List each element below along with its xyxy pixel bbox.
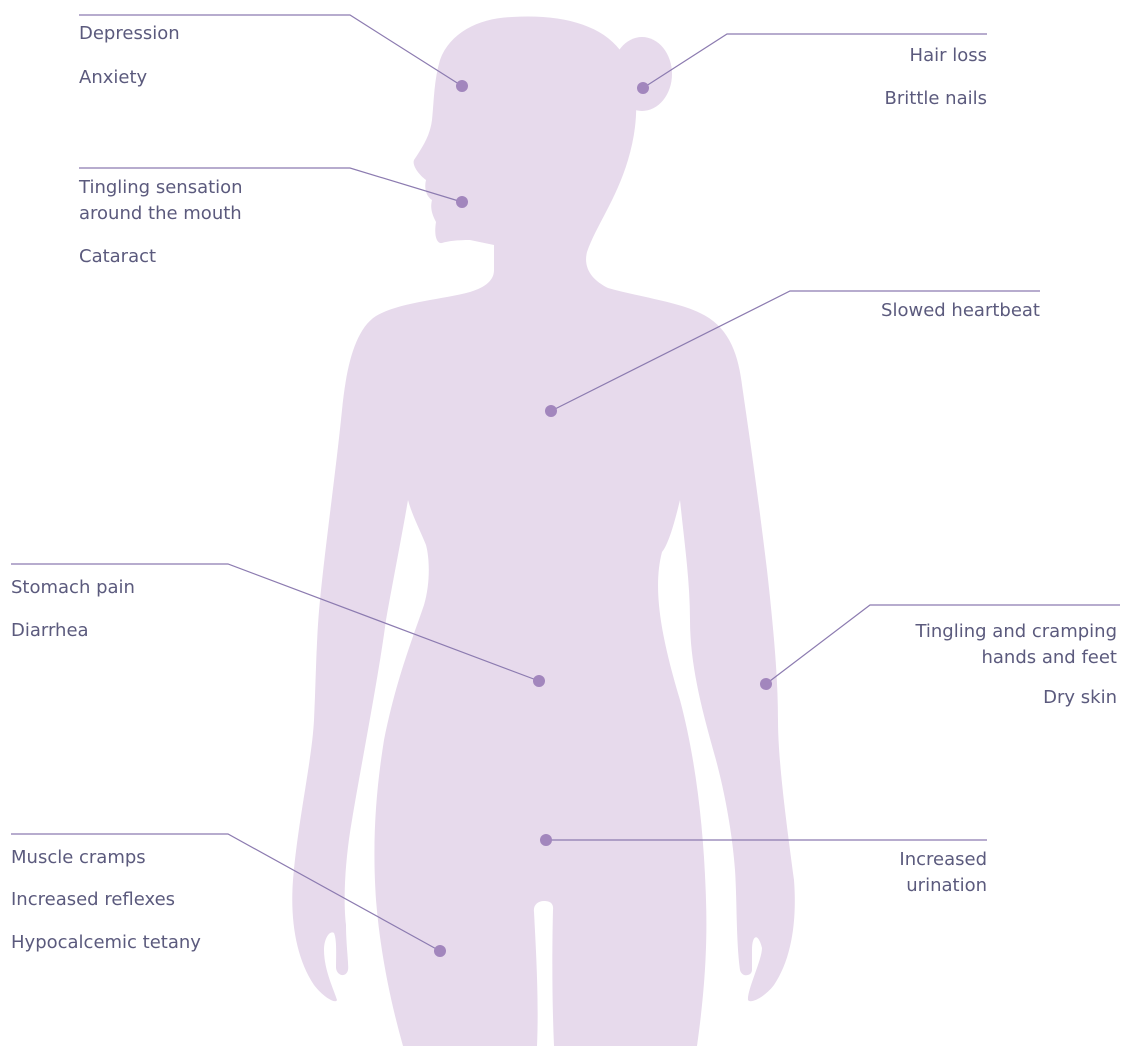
symptom-label: Tingling sensation around the mouth <box>79 175 299 227</box>
symptom-label: Muscle cramps <box>11 845 146 871</box>
symptom-label: Increased urination <box>857 847 987 899</box>
head-torso-legs-shape <box>292 16 795 1046</box>
symptom-label: Stomach pain <box>11 575 135 601</box>
symptom-label: Anxiety <box>79 65 147 91</box>
symptom-label: Depression <box>79 21 180 47</box>
symptom-label: Hypocalcemic tetany <box>11 930 201 956</box>
female-body-silhouette <box>292 16 795 1046</box>
marker-hands-skin <box>760 678 772 690</box>
symptom-label: Diarrhea <box>11 618 89 644</box>
symptom-label: Tingling and cramping hands and feet <box>857 619 1117 671</box>
symptom-label: Cataract <box>79 244 156 270</box>
symptom-label: Increased reflexes <box>11 887 175 913</box>
marker-mouth <box>456 196 468 208</box>
symptom-label: Brittle nails <box>885 86 987 112</box>
marker-stomach <box>533 675 545 687</box>
marker-urinary <box>540 834 552 846</box>
marker-hair-nails <box>637 82 649 94</box>
symptom-label: Hair loss <box>910 43 987 69</box>
marker-head-mood <box>456 80 468 92</box>
marker-muscles <box>434 945 446 957</box>
marker-heart <box>545 405 557 417</box>
symptom-label: Dry skin <box>1043 685 1117 711</box>
symptom-label: Slowed heartbeat <box>881 298 1040 324</box>
